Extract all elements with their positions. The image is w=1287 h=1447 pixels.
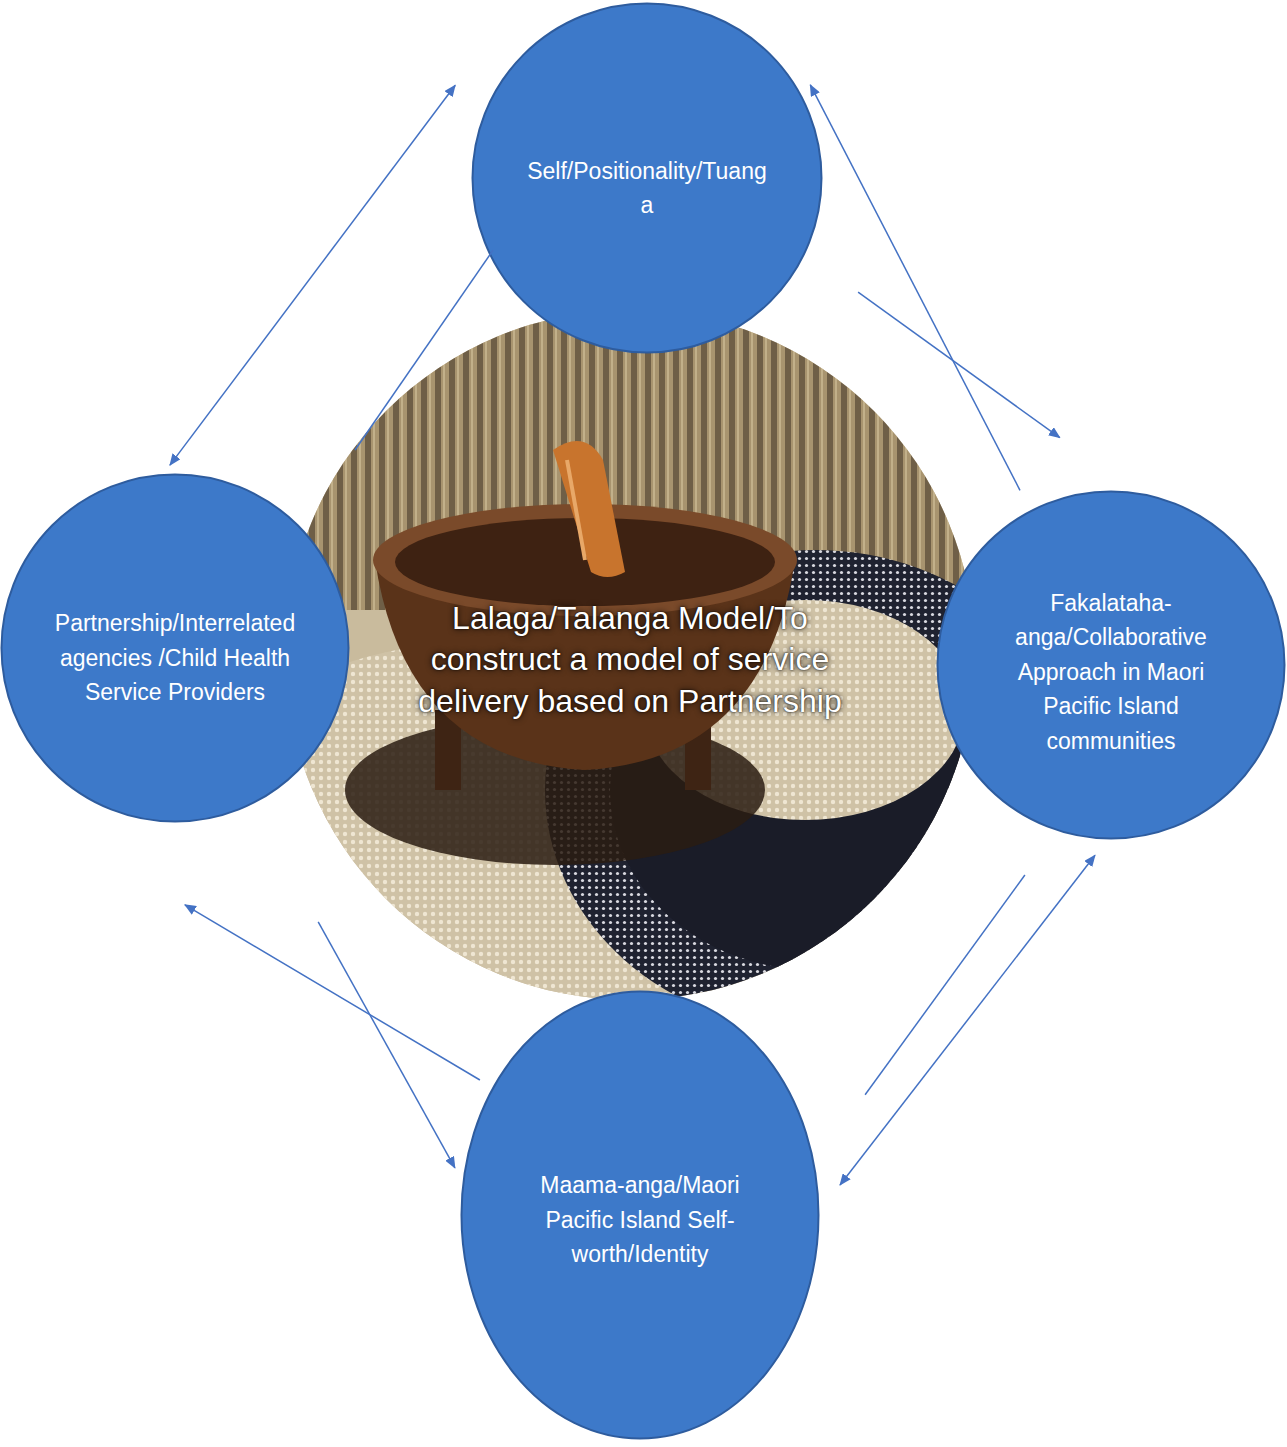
self-circle: Self/Positionality/Tuanga [471, 2, 823, 354]
connector-arrow [865, 875, 1025, 1095]
connector-arrow [810, 85, 1020, 490]
cup-highlight [567, 460, 585, 560]
model-title: Lalaga/Talanga Model/To construct a mode… [385, 598, 875, 723]
collaborative-circle: Fakalataha-anga/Collaborative Approach i… [936, 490, 1286, 840]
circle-label: Fakalataha-anga/Collaborative Approach i… [1001, 586, 1221, 759]
circle-fill [2, 475, 349, 822]
circle-label: Self/Positionality/Tuanga [522, 154, 772, 223]
identity-circle: Maama-anga/Maori Pacific Island Self-wor… [460, 990, 820, 1440]
coconut-cup [553, 441, 625, 577]
circle-fill [462, 992, 819, 1439]
model-centre-circle: Lalaga/Talanga Model/To construct a mode… [285, 310, 975, 1000]
connector-arrow [185, 905, 480, 1080]
circle-fill [473, 4, 822, 353]
connector-arrow [355, 250, 493, 450]
circle-label: Maama-anga/Maori Pacific Island Self-wor… [515, 1168, 765, 1272]
circle-label: Partnership/Interrelated agencies /Child… [50, 606, 300, 710]
partnership-circle: Partnership/Interrelated agencies /Child… [0, 473, 350, 823]
circle-fill [938, 492, 1285, 839]
connector-arrow [170, 85, 455, 465]
photo-content [285, 310, 975, 1000]
connector-arrow [840, 855, 1095, 1185]
connector-arrow [858, 292, 1060, 438]
connector-arrow [318, 922, 455, 1168]
